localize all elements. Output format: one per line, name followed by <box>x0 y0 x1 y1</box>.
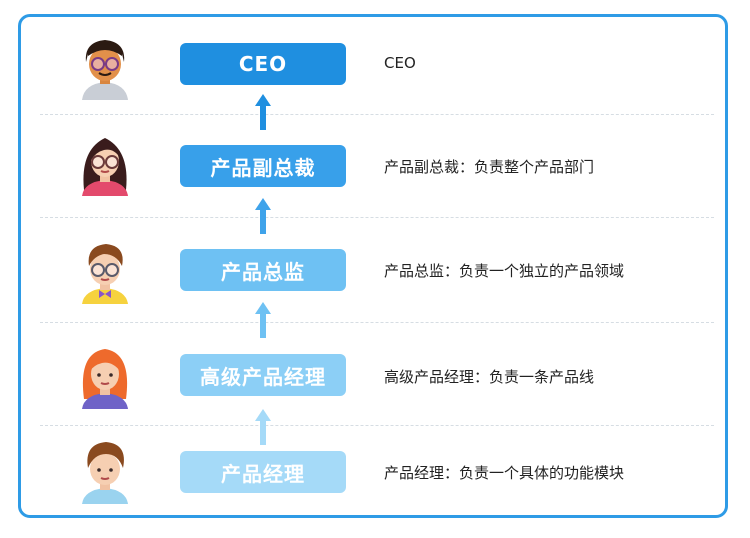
role-box-pm: 产品经理 <box>180 451 346 493</box>
role-description-ceo: CEO <box>384 54 416 72</box>
arrow-up-icon <box>255 302 271 338</box>
arrow-up-icon <box>255 198 271 234</box>
role-box-vp: 产品副总裁 <box>180 145 346 187</box>
man-brownhair-icon <box>76 438 134 504</box>
role-box-director: 产品总监 <box>180 249 346 291</box>
role-box-ceo: CEO <box>180 43 346 85</box>
arrow-up-icon <box>255 409 271 445</box>
row-divider <box>40 217 714 218</box>
woman-glasses-icon <box>76 130 134 196</box>
arrow-up-icon <box>255 94 271 130</box>
role-description-senior-pm: 高级产品经理：负责一条产品线 <box>384 366 594 387</box>
woman-redhair-icon <box>76 343 134 409</box>
person-glasses-icon <box>76 34 134 100</box>
row-divider <box>40 425 714 426</box>
role-box-senior-pm: 高级产品经理 <box>180 354 346 396</box>
row-divider <box>40 322 714 323</box>
row-divider <box>40 114 714 115</box>
role-description-director: 产品总监：负责一个独立的产品领域 <box>384 260 624 281</box>
man-bowtie-icon <box>76 238 134 304</box>
role-description-pm: 产品经理：负责一个具体的功能模块 <box>384 462 624 483</box>
role-description-vp: 产品副总裁：负责整个产品部门 <box>384 156 594 177</box>
